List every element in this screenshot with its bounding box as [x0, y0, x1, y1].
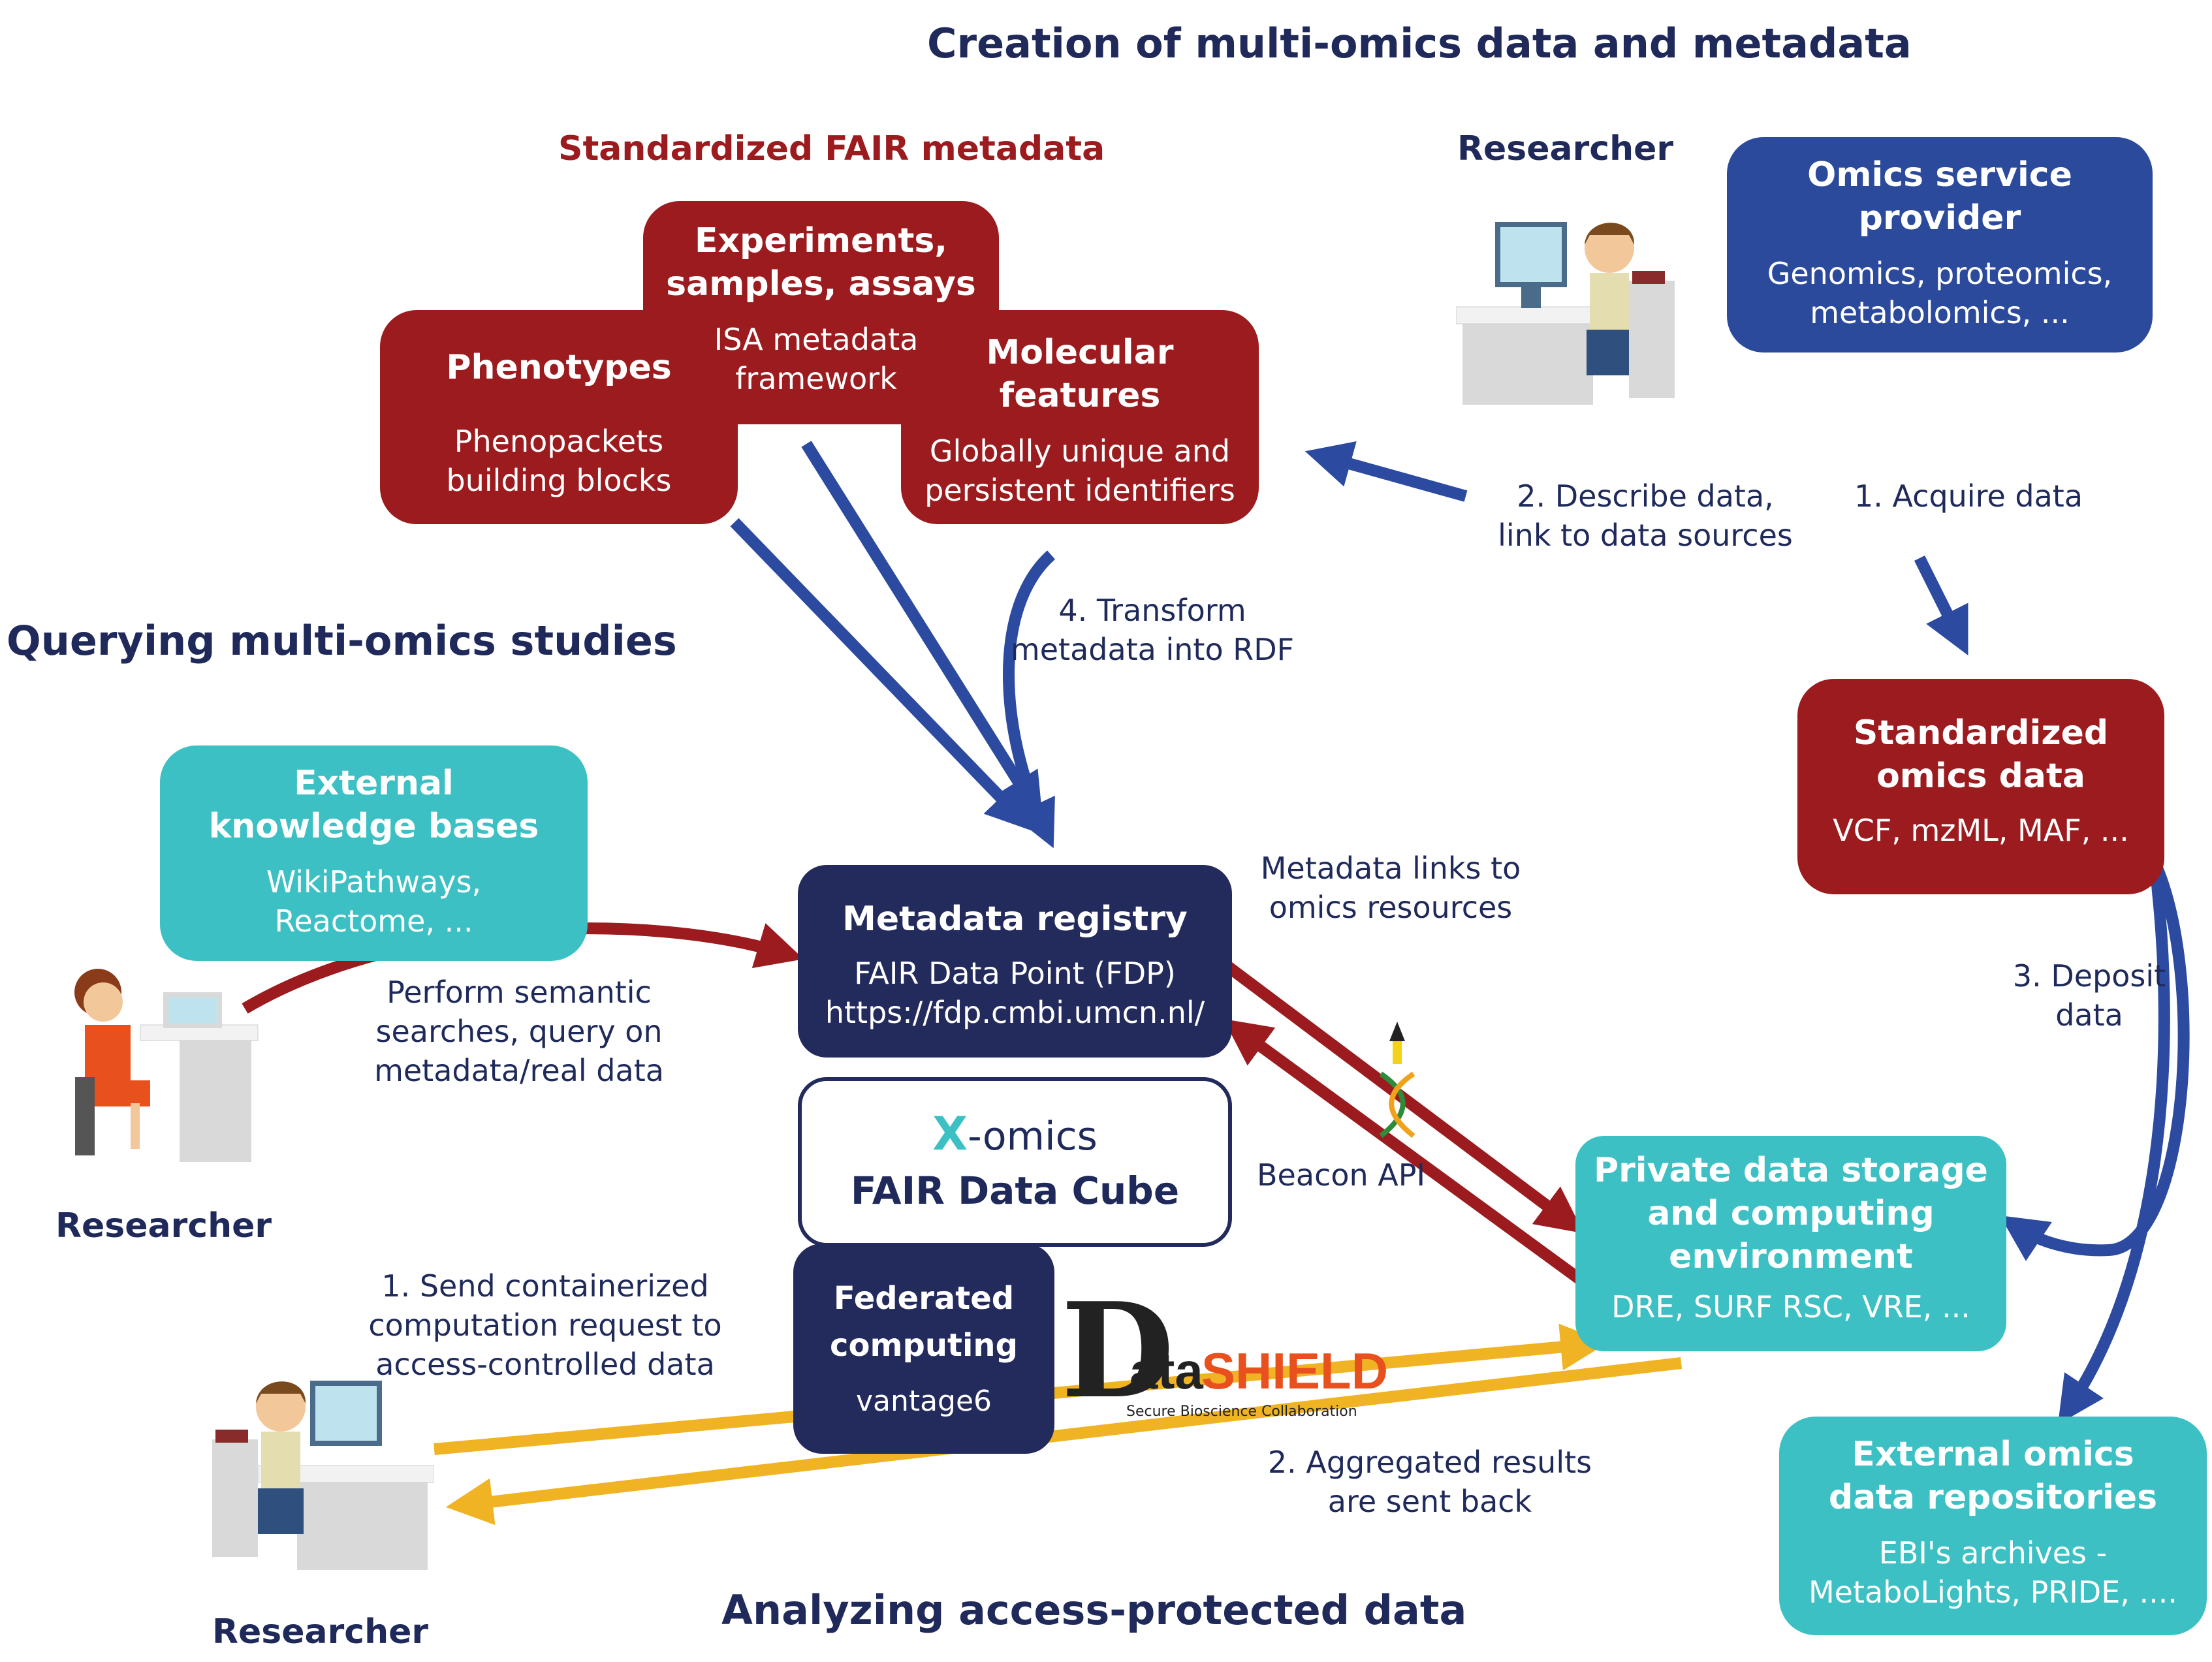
experiments-title: Experiments, samples, assays: [666, 221, 976, 304]
molecular-title: Molecular features: [986, 333, 1174, 415]
datashield-logo: D ata SHIELD Secure Bioscience Collabora…: [1061, 1274, 1388, 1430]
omics-service-box: Omics service provider Genomics, proteom…: [1727, 137, 2153, 353]
private-storage-title: Private data storage and computing envir…: [1594, 1151, 1988, 1276]
datashield-tagline: Secure Bioscience Collaboration: [1126, 1403, 1357, 1420]
metadata-registry-title: Metadata registry: [842, 900, 1188, 939]
section-heading-analyzing: Analyzing access-protected data: [721, 1586, 1467, 1634]
phenotypes-desc: Phenopackets building blocks: [446, 424, 672, 498]
researcher-left-icon: [74, 969, 259, 1162]
aggregated-results-arrow: [445, 1357, 1683, 1526]
acquire-arrow: [1914, 555, 1968, 655]
researcher-left-label: Researcher: [55, 1206, 272, 1246]
acquire-data-label: 1. Acquire data: [1854, 478, 2083, 514]
fair-data-cube-title: FAIR Data Cube: [850, 1168, 1180, 1213]
external-kb-title: External knowledge bases: [208, 764, 539, 846]
fair-metadata-heading: Standardized FAIR metadata: [558, 129, 1105, 168]
metadata-registry-box: Metadata registry FAIR Data Point (FDP) …: [798, 865, 1232, 1058]
experiments-desc: ISA metadata framework: [714, 322, 919, 396]
standardized-omics-desc: VCF, mzML, MAF, ...: [1833, 813, 2129, 848]
federated-desc: vantage6: [855, 1385, 992, 1418]
beacon-dna-icon: [1379, 1022, 1415, 1138]
datashield-logo-d: D: [1061, 1274, 1175, 1428]
external-repos-title: External omics data repositories: [1828, 1435, 2158, 1517]
fair-data-cube-box: X-omics FAIR Data Cube: [798, 1077, 1232, 1247]
external-kb-desc: WikiPathways, Reactome, ...: [266, 864, 482, 939]
researcher-bottom-icon: [212, 1381, 434, 1570]
federated-title: Federated computing: [830, 1280, 1018, 1364]
x-omics-logo-x: X: [932, 1107, 968, 1161]
semantic-search-label: Perform semantic searches, query on meta…: [374, 975, 664, 1088]
describe-arrow: [1304, 441, 1468, 502]
x-omics-logo: X-omics: [802, 1107, 1228, 1161]
external-kb-box: External knowledge bases WikiPathways, R…: [160, 745, 588, 961]
beacon-api-label: Beacon API: [1257, 1157, 1426, 1193]
omics-service-title: Omics service provider: [1807, 155, 2072, 238]
datashield-logo-shield: SHIELD: [1201, 1342, 1389, 1400]
standardized-omics-title: Standardized omics data: [1853, 713, 2109, 796]
section-heading-creation: Creation of multi-omics data and metadat…: [927, 20, 1912, 67]
federated-computing-box: Federated computing vantage6: [793, 1244, 1054, 1454]
send-request-label: 1. Send containerized computation reques…: [368, 1268, 722, 1382]
deposit-data-label: 3. Deposit data: [2012, 958, 2166, 1033]
phenotypes-title: Phenotypes: [446, 348, 672, 387]
metadata-registry-desc: FAIR Data Point (FDP) https://fdp.cmbi.u…: [825, 956, 1205, 1030]
experiments-desc-overlay: ISA metadata framework: [705, 320, 927, 424]
metadata-links-arrow-out: [1224, 961, 1584, 1234]
standardized-omics-box: Standardized omics data VCF, mzML, MAF, …: [1797, 679, 2164, 894]
experiments-to-registry-arrow: [801, 441, 1043, 821]
transform-label: 4. Transform metadata into RDF: [1010, 593, 1295, 667]
researcher-bottom-label: Researcher: [212, 1612, 429, 1652]
molecular-box: Molecular features Globally unique and p…: [901, 310, 1259, 524]
phenotypes-to-registry-arrow: [730, 518, 1034, 832]
metadata-links-arrow-in: [1223, 1018, 1584, 1285]
private-storage-box: Private data storage and computing envir…: [1575, 1136, 2006, 1351]
researcher-top-label: Researcher: [1457, 129, 1674, 168]
datashield-logo-ata: ata: [1130, 1342, 1203, 1400]
aggregated-results-label: 2. Aggregated results are sent back: [1267, 1445, 1592, 1519]
researcher-top-icon: [1456, 222, 1675, 405]
phenotypes-box: Phenotypes Phenopackets building blocks: [380, 310, 738, 524]
external-repos-box: External omics data repositories EBI's a…: [1779, 1417, 2207, 1635]
external-repos-desc: EBI's archives - MetaboLights, PRIDE, ..…: [1808, 1535, 2178, 1610]
deposit-to-external-arrow: [2058, 860, 2170, 1424]
molecular-desc: Globally unique and persistent identifie…: [924, 433, 1235, 508]
omics-service-desc: Genomics, proteomics, metabolomics, ...: [1767, 256, 2113, 330]
x-omics-logo-text: -omics: [968, 1114, 1098, 1159]
section-heading-querying: Querying multi-omics studies: [7, 617, 677, 665]
transform-arrow: [1003, 550, 1056, 849]
private-storage-desc: DRE, SURF RSC, VRE, ...: [1611, 1289, 1970, 1325]
metadata-links-label: Metadata links to omics resources: [1260, 851, 1521, 925]
deposit-to-private-arrow: [2000, 859, 2190, 1261]
describe-data-label: 2. Describe data, link to data sources: [1498, 478, 1793, 553]
